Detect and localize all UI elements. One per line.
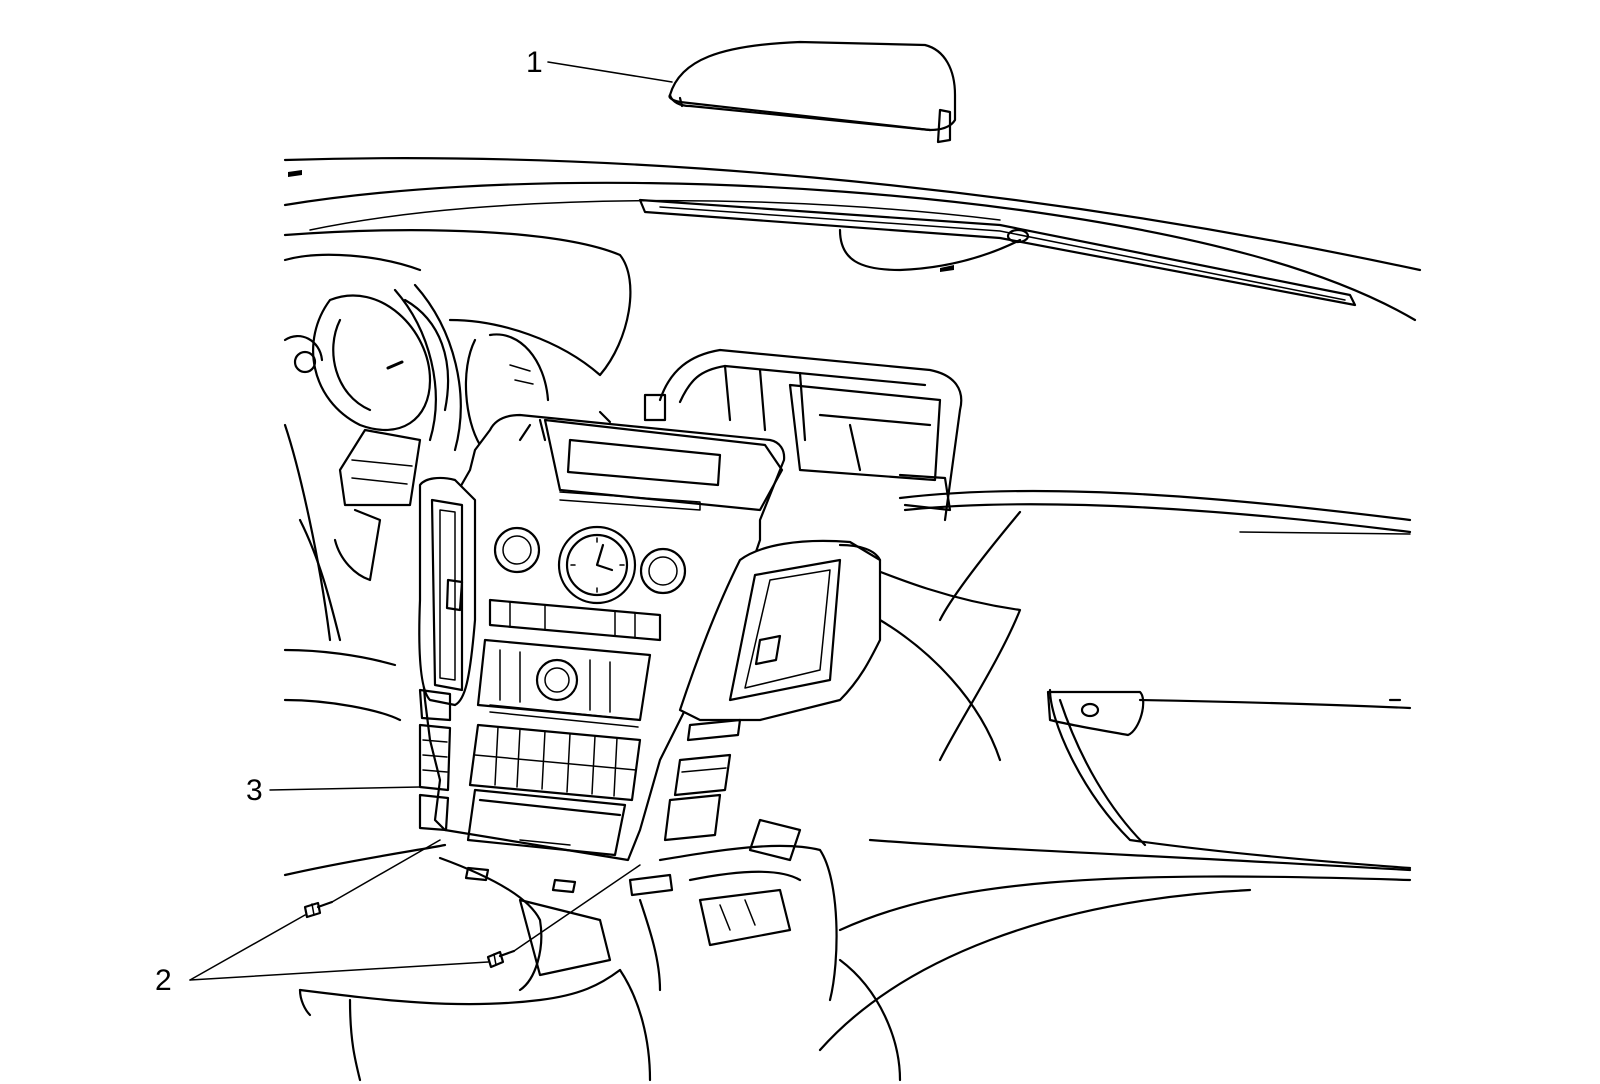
left-dash-lines xyxy=(283,423,402,722)
instrument-cluster xyxy=(283,229,632,447)
leader-2a xyxy=(189,914,306,981)
screw-right xyxy=(486,949,516,969)
center-bezel-opening xyxy=(643,348,963,522)
passenger-dash xyxy=(818,489,1412,1052)
leader-lines xyxy=(189,61,673,981)
dashboard-top xyxy=(283,157,1422,322)
screw-install-lines xyxy=(331,839,641,952)
right-vent xyxy=(663,539,882,842)
leader-1 xyxy=(547,61,673,83)
screw-left xyxy=(303,900,334,919)
center-trim-plate xyxy=(418,410,786,894)
steering-column xyxy=(333,283,462,582)
leader-2b xyxy=(189,961,489,981)
center-console xyxy=(283,818,902,1082)
callout-3: 3 xyxy=(246,774,263,807)
callout-2: 2 xyxy=(155,964,172,997)
callout-1: 1 xyxy=(526,46,543,79)
leader-3 xyxy=(269,786,421,791)
trim-cover xyxy=(668,40,957,144)
